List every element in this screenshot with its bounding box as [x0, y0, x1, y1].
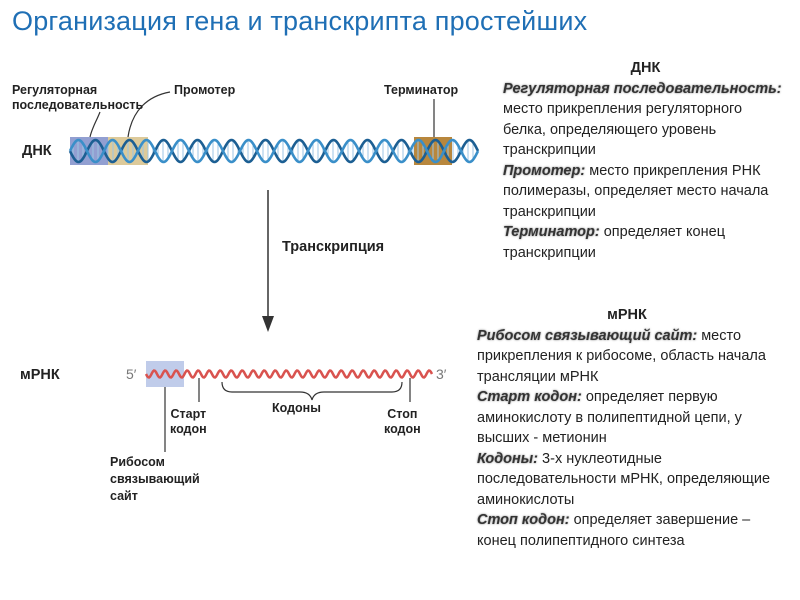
- helix-strand-2: [68, 138, 480, 164]
- codons-description: Кодоны: 3-х нуклеотидные последовательно…: [477, 449, 777, 511]
- start-codon-description: Старт кодон: определяет первую аминокисл…: [477, 387, 777, 449]
- start-codon-label: Старт кодон: [170, 407, 207, 436]
- regulatory-sequence-label: Регуляторная последовательность: [12, 83, 144, 112]
- promoter-pointer: [127, 91, 171, 138]
- dna-description-panel: ДНК Регуляторная последовательность: мес…: [503, 58, 788, 263]
- terminator-term: Терминатор:: [503, 224, 600, 240]
- stop-codon-text: определяет завершение – конец полипептид…: [477, 512, 751, 549]
- stop-codon-term: Стоп кодон:: [477, 512, 570, 528]
- terminator-text: определяет конец транскрипции: [503, 224, 726, 261]
- codons-bracket: [221, 381, 403, 401]
- rbs-term: Рибосом связывающий сайт:: [477, 327, 698, 344]
- mrna-label: мРНК: [20, 367, 60, 383]
- five-prime-label: 5′: [126, 366, 137, 382]
- codons-text: 3-х нуклеотидные последовательности мРНК…: [477, 450, 771, 508]
- terminator-description: Терминатор: определяет конец транскрипци…: [503, 222, 788, 263]
- mrna-description-panel: мРНК Рибосом связывающий сайт: место при…: [477, 305, 777, 551]
- ribosome-binding-site-label: Рибосом связывающий сайт: [110, 455, 200, 503]
- transcription-label: Транскрипция: [282, 239, 385, 255]
- regulatory-term: Регуляторная последовательность:: [503, 80, 782, 97]
- transcription-arrow-head: [262, 316, 274, 332]
- promoter-term: Промотер:: [503, 162, 586, 179]
- promoter-description: Промотер: место прикрепления РНК полимер…: [503, 161, 788, 223]
- regulatory-pointer: [89, 111, 101, 138]
- promoter-text: место прикрепления РНК полимеразы, опред…: [503, 162, 769, 220]
- stop-codon-label: Стоп кодон: [384, 407, 421, 436]
- mrna-strand: [144, 369, 434, 379]
- promoter-label: Промотер: [174, 83, 236, 97]
- start-codon-term: Старт кодон:: [477, 389, 582, 405]
- codons-label: Кодоны: [272, 401, 321, 415]
- start-codon-text: определяет первую аминокислоту в полипеп…: [477, 389, 742, 446]
- three-prime-label: 3′: [436, 366, 447, 382]
- dna-heading: ДНК: [630, 60, 661, 76]
- mrna-heading: мРНК: [607, 307, 647, 323]
- dna-double-helix: [68, 138, 480, 164]
- codons-term: Кодоны:: [477, 450, 539, 467]
- rbs-text: место прикрепления к рибосоме, область н…: [477, 327, 766, 385]
- stop-codon-description: Стоп кодон: определяет завершение – коне…: [477, 510, 777, 551]
- rbs-description: Рибосом связывающий сайт: место прикрепл…: [477, 326, 777, 388]
- page-title: Организация гена и транскрипта простейши…: [12, 6, 588, 36]
- dna-label: ДНК: [22, 143, 52, 159]
- terminator-label: Терминатор: [384, 83, 459, 97]
- regulatory-text: место прикрепления регуляторного белка, …: [503, 101, 743, 158]
- regulatory-description: Регуляторная последовательность: место п…: [503, 79, 788, 161]
